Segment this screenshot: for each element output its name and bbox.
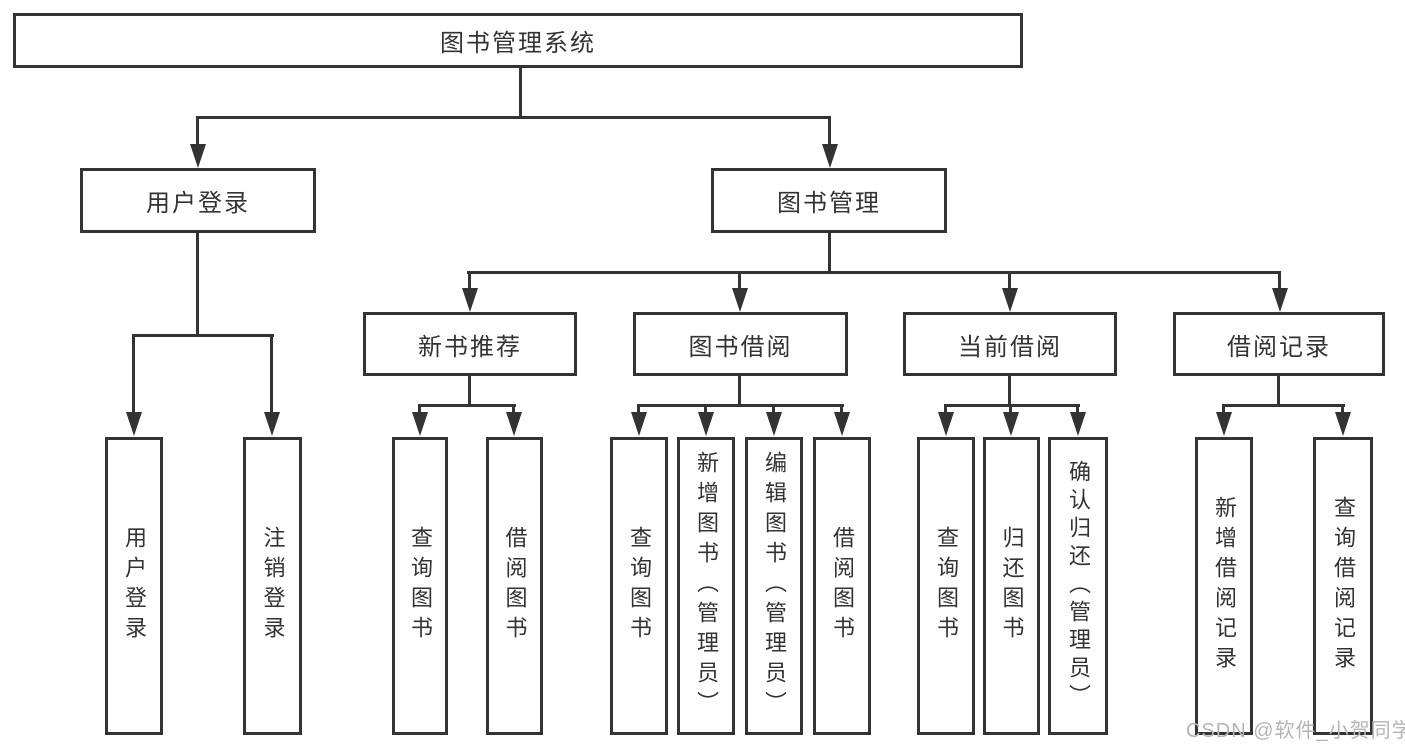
leaf-user-login: 用户登录 — [105, 437, 163, 735]
leaf-recommend-borrow-books: 借阅图书 — [486, 437, 543, 735]
connector-line — [418, 404, 421, 414]
arrow-down-icon — [822, 144, 838, 168]
connector-line — [944, 404, 1080, 407]
arrow-down-icon — [1070, 412, 1086, 436]
connector-line — [704, 404, 707, 414]
connector-line — [1341, 404, 1344, 414]
connector-line — [772, 404, 775, 414]
leaf-edit-books-admin: 编辑图书（管理员） — [745, 437, 803, 735]
leaf-confirm-return-admin: 确认归还（管理员） — [1048, 437, 1108, 735]
arrow-down-icon — [732, 288, 748, 312]
connector-line — [512, 404, 515, 414]
leaf-query-borrow-record: 查询借阅记录 — [1313, 437, 1373, 735]
connector-line — [418, 404, 516, 407]
connector-line — [1222, 404, 1345, 407]
connector-line — [196, 231, 199, 336]
node-new-book-recommendation: 新书推荐 — [363, 312, 577, 376]
leaf-label: 借阅图书 — [830, 526, 855, 646]
leaf-label: 查询图书 — [934, 526, 959, 646]
arrow-down-icon — [1272, 288, 1288, 312]
connector-line — [1222, 404, 1225, 414]
arrow-down-icon — [1003, 412, 1019, 436]
connector-line — [637, 404, 640, 414]
connector-line — [1076, 404, 1079, 414]
connector-line — [132, 334, 135, 414]
connector-line — [468, 374, 471, 406]
leaf-label: 新增借阅记录 — [1212, 496, 1237, 676]
leaf-add-books-admin: 新增图书（管理员） — [677, 437, 735, 735]
leaf-label: 确认归还（管理员） — [1066, 460, 1091, 712]
connector-line — [270, 334, 273, 414]
leaf-label: 注销登录 — [260, 526, 286, 646]
connector-line — [1008, 271, 1011, 290]
leaf-label: 查询借阅记录 — [1331, 496, 1356, 676]
connector-line — [1009, 404, 1012, 414]
connector-line — [467, 271, 1281, 274]
connector-line — [738, 374, 741, 406]
leaf-label: 用户登录 — [122, 526, 147, 646]
leaf-borrow-books: 借阅图书 — [813, 437, 871, 735]
connector-line — [196, 116, 199, 146]
connector-line — [1008, 374, 1011, 406]
connector-line — [738, 271, 741, 290]
connector-line — [1278, 271, 1281, 290]
node-user-login: 用户登录 — [80, 168, 316, 233]
arrow-down-icon — [190, 144, 206, 168]
leaf-label: 查询图书 — [408, 526, 433, 646]
arrow-down-icon — [264, 412, 280, 436]
arrow-down-icon — [506, 412, 522, 436]
connector-line — [196, 116, 831, 119]
leaf-label: 借阅图书 — [502, 526, 528, 646]
connector-line — [840, 404, 843, 414]
csdn-watermark: CSDN @软件_小贺同学 — [1186, 720, 1405, 742]
leaf-recommend-query-books: 查询图书 — [392, 437, 448, 735]
leaf-label: 查询图书 — [627, 526, 652, 646]
node-root-library-system: 图书管理系统 — [13, 13, 1023, 68]
leaf-current-query-books: 查询图书 — [917, 437, 975, 735]
leaf-return-books: 归还图书 — [983, 437, 1040, 735]
connector-line — [132, 334, 274, 337]
arrow-down-icon — [1335, 412, 1351, 436]
node-current-borrowing: 当前借阅 — [903, 312, 1117, 376]
connector-line — [468, 271, 471, 290]
arrow-down-icon — [631, 412, 647, 436]
arrow-down-icon — [1216, 412, 1232, 436]
arrow-down-icon — [938, 412, 954, 436]
leaf-label: 归还图书 — [999, 526, 1025, 646]
connector-line — [637, 404, 844, 407]
node-book-management: 图书管理 — [711, 168, 947, 233]
leaf-logout: 注销登录 — [243, 437, 302, 735]
arrow-down-icon — [1002, 288, 1018, 312]
node-book-borrowing: 图书借阅 — [633, 312, 848, 376]
connector-line — [828, 231, 831, 274]
arrow-down-icon — [412, 412, 428, 436]
arrow-down-icon — [126, 412, 142, 436]
arrow-down-icon — [834, 412, 850, 436]
leaf-add-borrow-record: 新增借阅记录 — [1195, 437, 1253, 735]
connector-line — [944, 404, 947, 414]
connector-line — [828, 116, 831, 146]
arrow-down-icon — [766, 412, 782, 436]
leaf-borrowing-query-books: 查询图书 — [610, 437, 668, 735]
leaf-label: 编辑图书（管理员） — [762, 451, 787, 721]
connector-line — [519, 66, 522, 118]
connector-line — [1277, 374, 1280, 406]
arrow-down-icon — [698, 412, 714, 436]
arrow-down-icon — [462, 288, 478, 312]
node-borrowing-records: 借阅记录 — [1173, 312, 1385, 376]
leaf-label: 新增图书（管理员） — [694, 451, 719, 721]
